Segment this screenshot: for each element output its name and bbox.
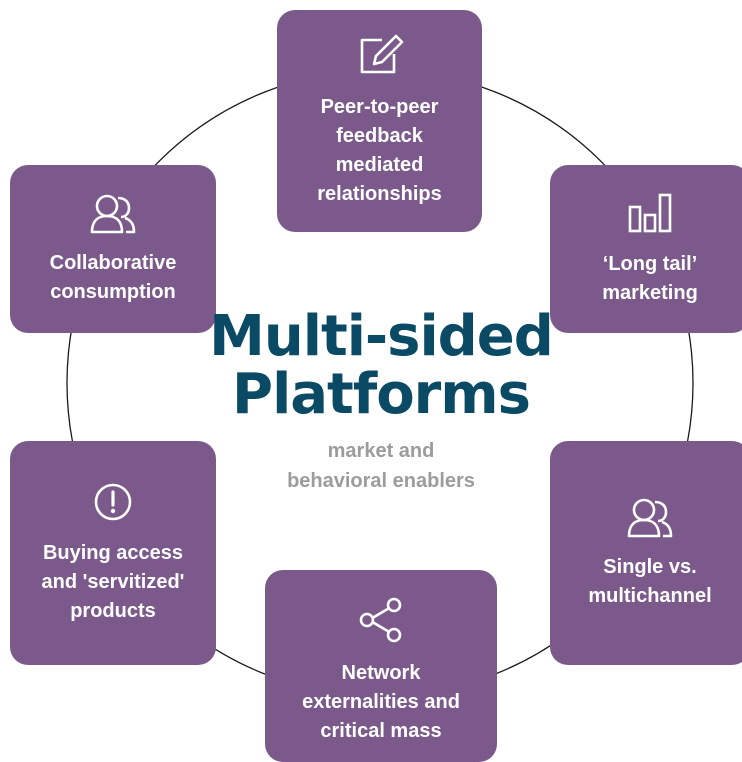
card-long-tail-marketing: ‘Long tail’ marketing	[550, 165, 742, 333]
card-buying-access: Buying access and 'servitized' products	[10, 441, 216, 665]
center-subtitle: market and behavioral enablers	[287, 440, 475, 492]
center-title: Multi-sided Platforms	[209, 304, 554, 427]
share-icon	[357, 596, 405, 649]
card-label: Collaborative consumption	[49, 251, 177, 303]
people-icon	[89, 192, 137, 239]
card-peer-feedback: Peer-to-peer feedback mediated relations…	[277, 10, 482, 232]
edit-icon	[356, 34, 404, 83]
card-label: Buying access and 'servitized' products	[41, 542, 185, 622]
card-network-externalities: Network externalities and critical mass	[265, 570, 497, 762]
card-collaborative-consumption: Collaborative consumption	[10, 165, 216, 333]
bar-chart-icon	[626, 191, 674, 240]
card-label: Peer-to-peer feedback mediated relations…	[317, 95, 442, 205]
card-single-vs-multichannel: Single vs. multichannel	[550, 441, 742, 665]
card-label: ‘Long tail’ marketing	[602, 252, 698, 304]
alert-icon	[91, 480, 135, 529]
people-icon	[626, 496, 674, 543]
card-label: Single vs. multichannel	[588, 555, 712, 607]
card-label: Network externalities and critical mass	[302, 662, 460, 742]
